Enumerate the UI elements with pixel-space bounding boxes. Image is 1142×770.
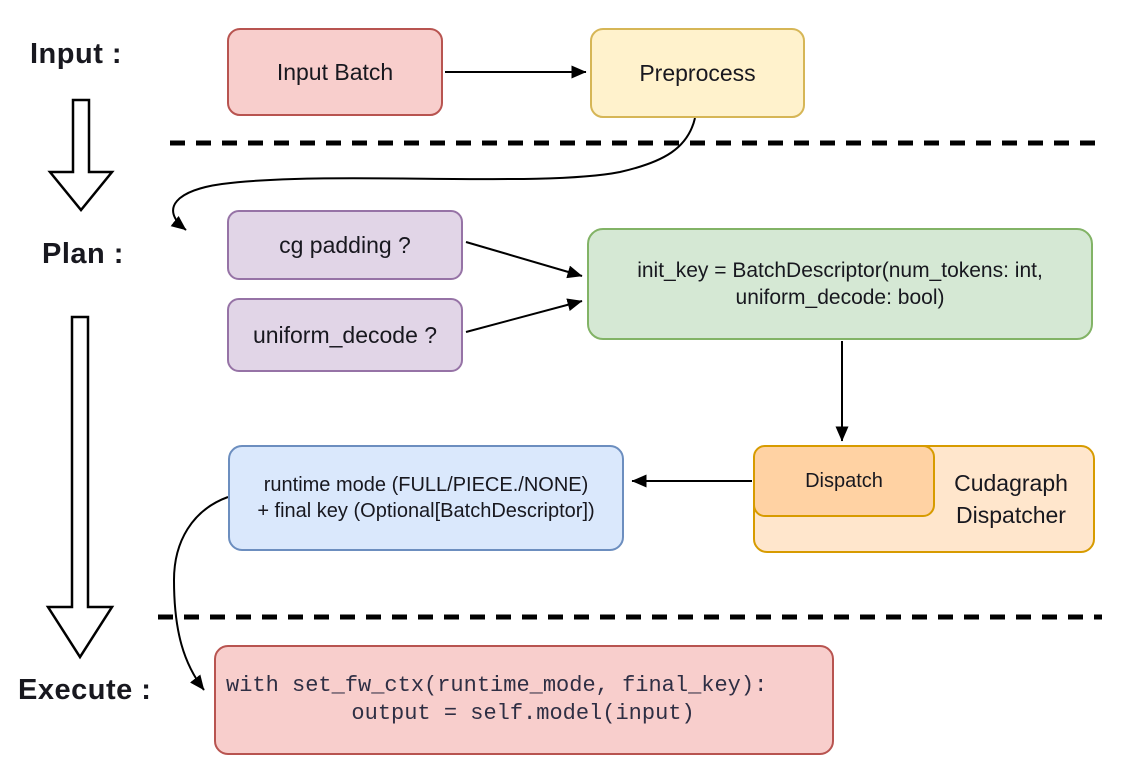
stage-label-execute: Execute : — [18, 674, 152, 706]
node-input-batch: Input Batch — [227, 28, 443, 116]
node-cudagraph-dispatcher-label: Cudagraph Dispatcher — [954, 470, 1068, 528]
node-dispatch-label: Dispatch — [805, 469, 883, 492]
node-preprocess: Preprocess — [590, 28, 805, 118]
node-preprocess-label: Preprocess — [639, 59, 756, 86]
node-execute-code: with set_fw_ctx(runtime_mode, final_key)… — [214, 645, 834, 755]
stage-label-input: Input : — [30, 38, 123, 70]
node-cg-padding-label: cg padding ? — [279, 231, 411, 258]
node-runtime-result-line2: + final key (Optional[BatchDescriptor]) — [257, 500, 595, 522]
execute-code-block: with set_fw_ctx(runtime_mode, final_key)… — [216, 672, 767, 728]
node-input-batch-label: Input Batch — [276, 58, 394, 85]
node-runtime-result: runtime mode (FULL/PIECE./NONE) + final … — [228, 445, 624, 551]
node-cg-padding: cg padding ? — [227, 210, 463, 280]
stage-arrow-input-to-plan-icon — [47, 98, 115, 212]
node-uniform-decode: uniform_decode ? — [227, 298, 463, 372]
node-uniform-decode-label: uniform_decode ? — [252, 321, 438, 348]
execute-code-line2: output = self.model(input) — [298, 701, 695, 726]
node-dispatch: Dispatch — [753, 445, 935, 517]
node-init-key: init_key = BatchDescriptor(num_tokens: i… — [587, 228, 1093, 340]
arrow-cg-padding-to-init-key — [465, 241, 583, 279]
node-runtime-result-line1: runtime mode (FULL/PIECE./NONE) — [263, 474, 589, 496]
execute-code-line1: with set_fw_ctx(runtime_mode, final_key)… — [226, 673, 768, 698]
node-init-key-line1: init_key = BatchDescriptor(num_tokens: i… — [637, 259, 1043, 282]
stage-arrow-plan-to-execute-icon — [45, 315, 115, 660]
stage-label-plan: Plan : — [42, 238, 124, 270]
node-init-key-line2: uniform_decode: bool) — [735, 286, 945, 309]
arrow-uniform-decode-to-init-key — [465, 298, 583, 333]
